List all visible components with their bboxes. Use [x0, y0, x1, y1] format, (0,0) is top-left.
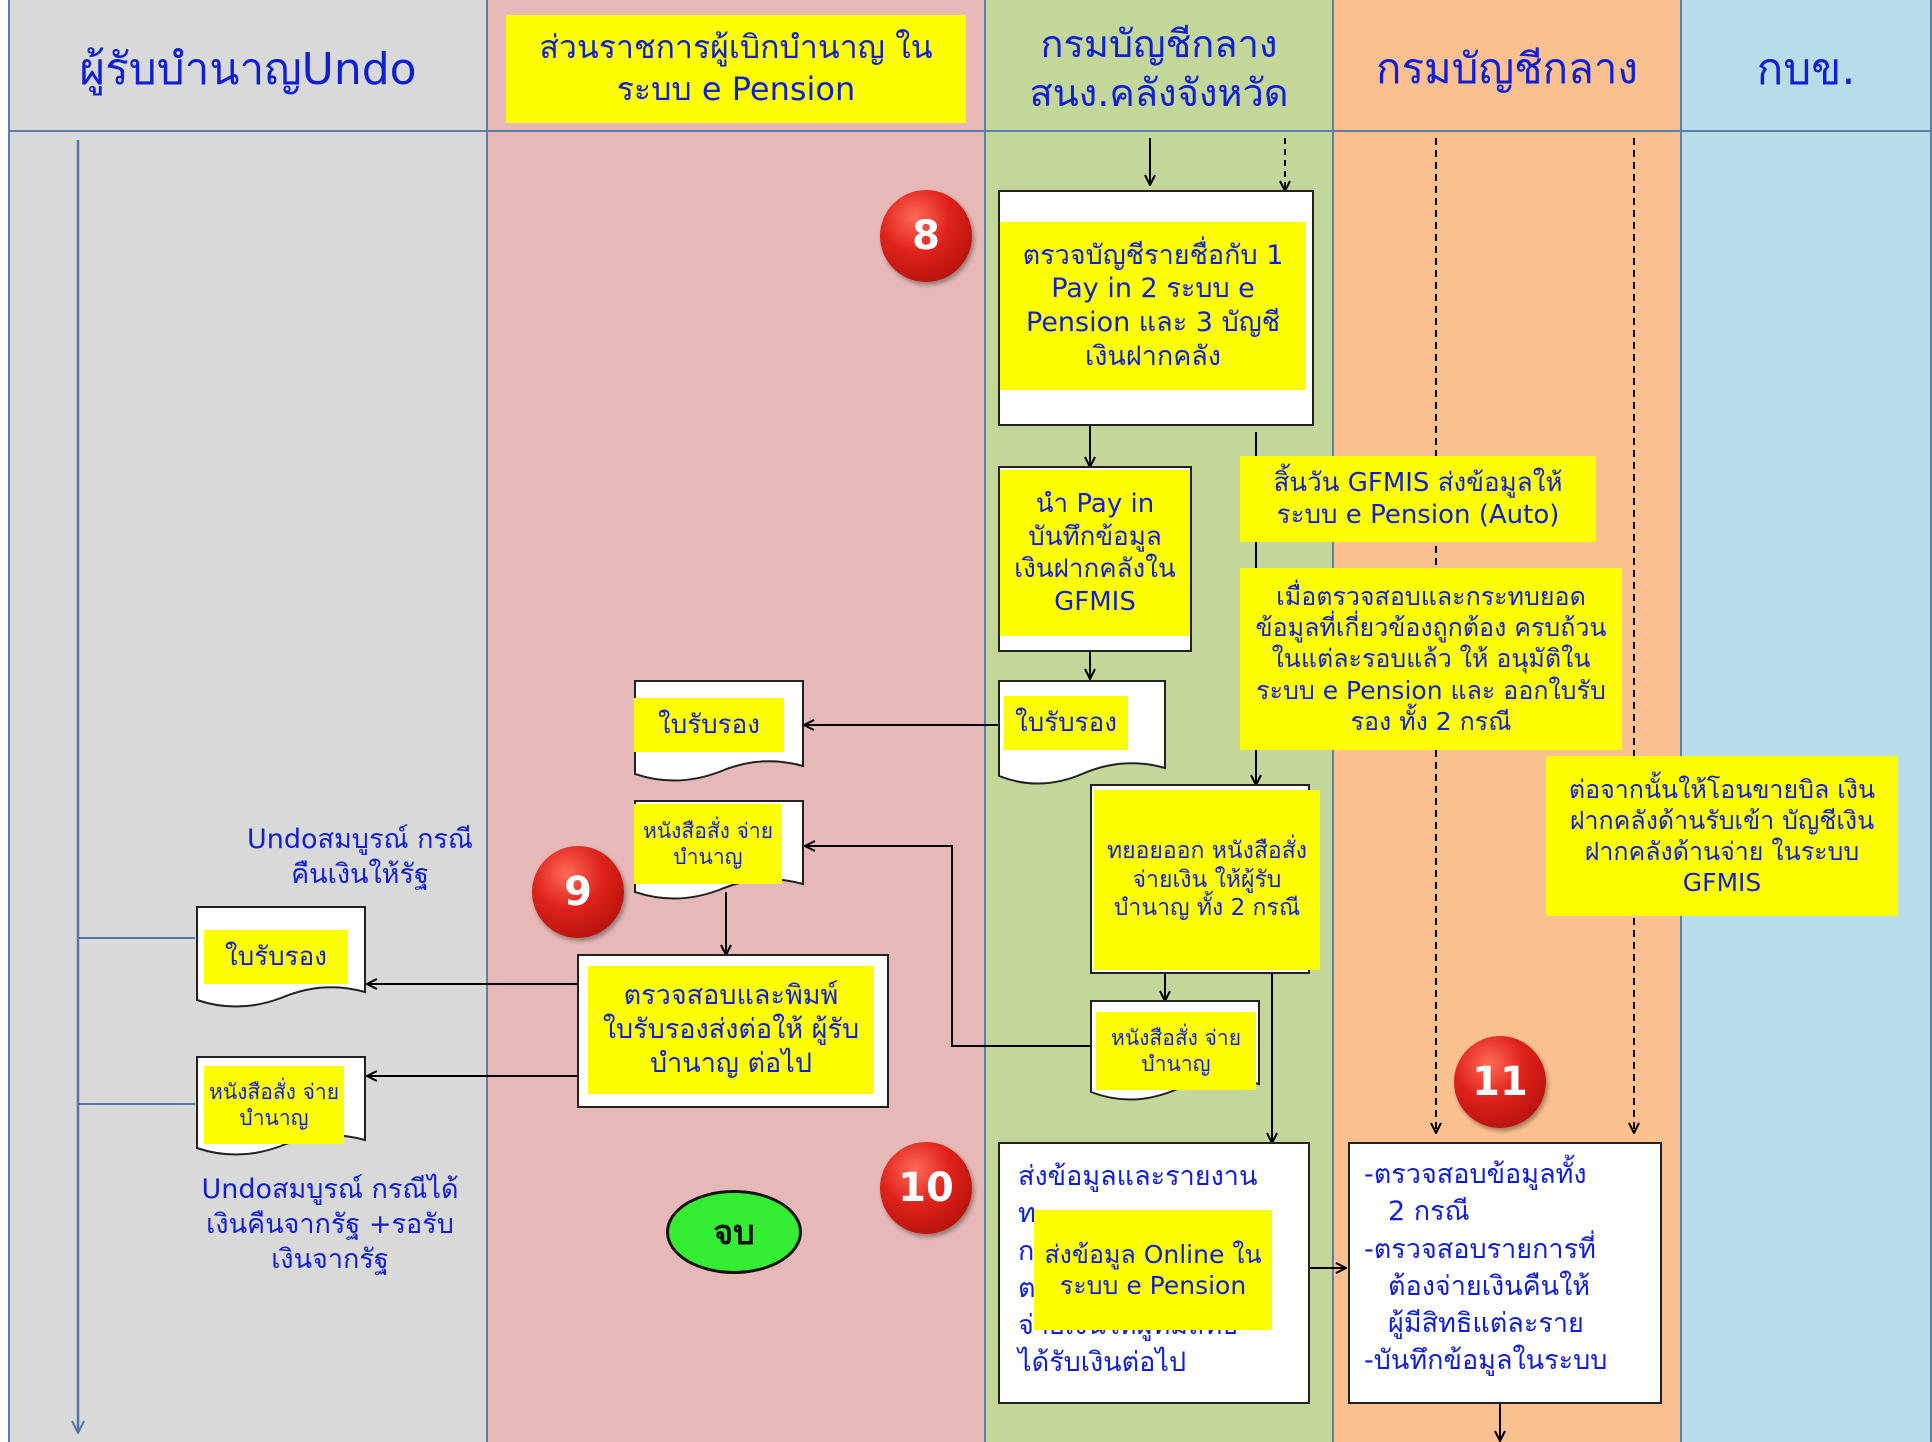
order-doc-agency-label: หนังสือสั่ง จ่ายบำนาญ [642, 818, 774, 869]
step-9-badge: 9 [532, 846, 624, 938]
send-report-line-2: ท [1018, 1198, 1036, 1230]
certificate-doc-agency: ใบรับรอง [634, 680, 804, 786]
lane-header-agency: ส่วนราชการผู้เบิกบำนาญ ในระบบ e Pension [486, 8, 986, 132]
verify-print-label: ตรวจสอบและพิมพ์ ใบรับรองส่งต่อให้ ผู้รับ… [588, 966, 874, 1094]
check-list-label: ตรวจบัญชีรายชื่อกับ 1 Pay in 2 ระบบ e Pe… [1000, 222, 1306, 390]
lane-header-comptroller-province: กรมบัญชีกลาง สนง.คลังจังหวัด [984, 8, 1334, 132]
lane-header-comptroller: กรมบัญชีกลาง [1332, 8, 1682, 132]
transfer-note: ต่อจากนั้นให้โอนขายบิล เงินฝากคลังด้านรั… [1546, 756, 1898, 916]
certificate-doc-province: ใบรับรอง [998, 680, 1166, 790]
pay-in-label: นำ Pay in บันทึกข้อมูล เงินฝากคลังใน GFM… [1000, 470, 1190, 636]
certificate-doc-recipient-label: ใบรับรอง [225, 941, 327, 972]
order-doc-recipient-label: หนังสือสั่ง จ่ายบำนาญ [208, 1079, 340, 1130]
order-doc-recipient: หนังสือสั่ง จ่ายบำนาญ [196, 1056, 366, 1162]
certificate-doc-recipient: ใบรับรอง [196, 906, 366, 1012]
lane-title-comptroller-province: กรมบัญชีกลาง สนง.คลังจังหวัด [1029, 21, 1289, 115]
step-10-badge: 10 [880, 1142, 972, 1234]
cgd-task-line-2: 2 กรณี [1388, 1196, 1470, 1228]
send-report-line-1: ส่งข้อมูลและรายงาน [1018, 1161, 1258, 1192]
lane-title-agency: ส่วนราชการผู้เบิกบำนาญ ในระบบ e Pension [539, 28, 933, 108]
order-doc-province: หนังสือสั่ง จ่ายบำนาญ [1090, 1000, 1260, 1106]
lane-recipient [8, 0, 488, 1442]
release-order-label: ทยอยออก หนังสือสั่ง จ่ายเงิน ให้ผู้รับ บ… [1094, 790, 1320, 970]
lane-header-recipient: ผู้รับบำนาญUndo [8, 8, 488, 132]
complete-receive-text: Undoสมบูรณ์ กรณีได้เงินคืนจากรัฐ +รอรับเ… [201, 1174, 459, 1276]
certificate-doc-agency-label: ใบรับรอง [658, 709, 760, 740]
cgd-tasks-box: -ตรวจสอบข้อมูลทั้ง 2 กรณี -ตรวจสอบรายการ… [1348, 1142, 1662, 1404]
step-11-badge: 11 [1454, 1036, 1546, 1128]
send-online-label: ส่งข้อมูล Online ในระบบ e Pension [1034, 1210, 1272, 1330]
send-report-line-6: ได้รับเงินต่อไป [1018, 1347, 1187, 1379]
lane-header-kbk: กบข. [1680, 8, 1932, 132]
lane-title-recipient: ผู้รับบำนาญUndo [79, 44, 417, 95]
step-8-badge: 8 [880, 190, 972, 282]
lane-title-comptroller: กรมบัญชีกลาง [1376, 44, 1638, 93]
gfmis-daily-note: สิ้นวัน GFMIS ส่งข้อมูลให้ ระบบ e Pensio… [1240, 456, 1596, 542]
certificate-doc-province-label: ใบรับรอง [1015, 707, 1117, 738]
cgd-task-line-1: -ตรวจสอบข้อมูลทั้ง [1364, 1159, 1587, 1190]
lane-kbk [1680, 0, 1932, 1442]
cgd-task-line-3: -ตรวจสอบรายการที่ [1364, 1233, 1596, 1265]
order-doc-agency: หนังสือสั่ง จ่ายบำนาญ [634, 800, 804, 906]
complete-refund-text: Undoสมบูรณ์ กรณีคืนเงินให้รัฐ [247, 824, 473, 891]
cgd-task-line-6: -บันทึกข้อมูลในระบบ [1364, 1345, 1608, 1377]
end-oval: จบ [666, 1190, 802, 1274]
cgd-task-line-5: ผู้มีสิทธิแต่ละราย [1388, 1308, 1584, 1339]
order-doc-province-label: หนังสือสั่ง จ่ายบำนาญ [1110, 1025, 1242, 1076]
approve-note: เมื่อตรวจสอบและกระทบยอด ข้อมูลที่เกี่ยวข… [1240, 568, 1622, 750]
send-report-line-3: ก [1018, 1235, 1035, 1267]
cgd-task-line-4: ต้องจ่ายเงินคืนให้ [1388, 1270, 1591, 1302]
send-report-line-4: ต [1018, 1272, 1036, 1304]
lane-title-kbk: กบข. [1756, 44, 1856, 95]
